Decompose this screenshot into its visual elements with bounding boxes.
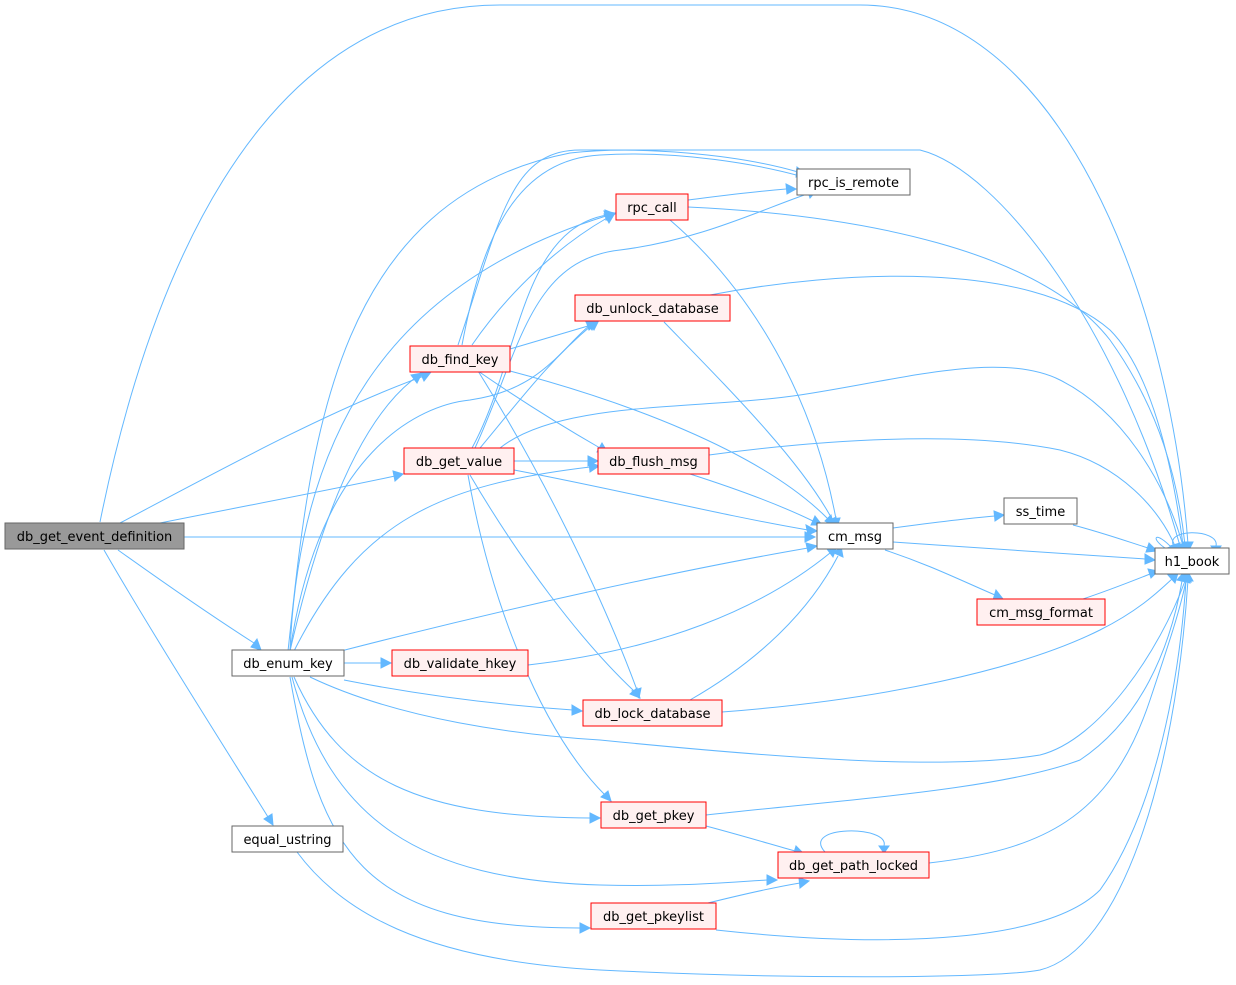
edge-ss_time-to-h1_book <box>1072 524 1159 553</box>
node-db-lock-database[interactable]: db_lock_database <box>582 699 723 727</box>
edge-db_get_value-to-db_get_pkey <box>467 474 612 802</box>
edge-db_enum_key-to-db_validate_hkey <box>344 657 393 669</box>
edge-cm_msg-to-cm_msg_format <box>884 549 1004 601</box>
node-ss-time[interactable]: ss_time <box>1003 497 1078 525</box>
node-label: cm_msg_format <box>989 606 1093 621</box>
edge-db_enum_key-to-db_lock_database <box>343 679 584 716</box>
node-label: equal_ustring <box>243 833 331 848</box>
edge-cm_msg_format-to-h1_book <box>1079 568 1160 601</box>
edge-db_get_value-to-db_lock_database <box>469 474 641 699</box>
edge-db_unlock_database-to-h1_book <box>709 275 1189 554</box>
edge-db_get_event_definition-to-equal_ustring <box>103 549 274 826</box>
edge-db_get_event_definition-to-cm_msg <box>184 531 817 543</box>
edge-db_enum_key-to-rpc_call <box>289 210 617 652</box>
edge-db_enum_key-to-db_find_key <box>289 372 423 652</box>
node-label: db_get_path_locked <box>789 859 918 874</box>
edge-db_flush_msg-to-cm_msg <box>689 473 824 526</box>
edge-db_validate_hkey-to-cm_msg <box>527 545 838 666</box>
edge-db_get_path_locked-to-h1_book <box>928 570 1192 864</box>
edge-db_lock_database-to-h1_book <box>721 572 1179 713</box>
node-label: db_lock_database <box>594 707 710 722</box>
node-label: db_unlock_database <box>586 302 719 317</box>
node-db-get-pkey[interactable]: db_get_pkey <box>600 801 707 829</box>
node-label: db_flush_msg <box>609 455 698 470</box>
node-equal-ustring[interactable]: equal_ustring <box>231 825 344 853</box>
call-graph-edges <box>99 4 1222 978</box>
edge-rpc_call-to-cm_msg <box>669 219 841 529</box>
node-db-find-key[interactable]: db_find_key <box>409 345 511 373</box>
edge-db_get_pkeylist-to-h1_book <box>715 570 1192 941</box>
edge-rpc_call-to-rpc_is_remote <box>687 183 798 201</box>
edge-db_lock_database-to-cm_msg <box>689 544 844 701</box>
node-cm-msg[interactable]: cm_msg <box>816 522 894 550</box>
node-db-unlock-database[interactable]: db_unlock_database <box>574 294 731 322</box>
edge-db_enum_key-to-rpc_is_remote <box>287 149 808 652</box>
node-db-get-event-definition[interactable]: db_get_event_definition <box>4 522 185 550</box>
edge-db_enum_key-to-db_get_pkey <box>293 676 602 824</box>
edge-db_enum_key-to-db_get_path_locked <box>291 676 779 886</box>
node-label: db_enum_key <box>243 657 333 672</box>
edge-db_find_key-to-db_unlock_database <box>509 320 599 350</box>
edge-db_get_pkey-to-h1_book <box>705 570 1188 816</box>
node-db-flush-msg[interactable]: db_flush_msg <box>597 447 710 475</box>
node-h1-book[interactable]: h1_book <box>1154 547 1230 575</box>
node-label: rpc_call <box>627 201 677 216</box>
edge-db_find_key-to-db_flush_msg <box>477 370 609 454</box>
node-rpc-is-remote[interactable]: rpc_is_remote <box>796 168 911 196</box>
node-label: ss_time <box>1016 505 1065 520</box>
node-db-get-path-locked[interactable]: db_get_path_locked <box>777 851 930 879</box>
node-db-validate-hkey[interactable]: db_validate_hkey <box>391 649 529 677</box>
node-rpc-call[interactable]: rpc_call <box>615 193 689 221</box>
edge-rpc_call-to-h1_book <box>687 206 1191 554</box>
edge-db_get_event_definition-to-db_enum_key <box>117 549 262 651</box>
edge-db_find_key-to-h1_book <box>457 149 1186 554</box>
edge-db_get_value-to-rpc_call <box>471 209 617 449</box>
edge-equal_ustring-to-h1_book <box>296 570 1194 978</box>
node-label: db_get_pkeylist <box>603 910 704 925</box>
node-label: rpc_is_remote <box>808 176 899 191</box>
node-label: db_find_key <box>422 353 499 368</box>
edge-cm_msg-to-h1_book <box>892 541 1157 565</box>
edge-db_get_value-to-db_flush_msg <box>514 455 600 467</box>
node-cm-msg-format[interactable]: cm_msg_format <box>976 598 1106 626</box>
edge-db_enum_key-to-cm_msg <box>340 542 819 652</box>
node-db-enum-key[interactable]: db_enum_key <box>231 649 345 677</box>
node-db-get-value[interactable]: db_get_value <box>403 447 515 475</box>
node-label: cm_msg <box>828 530 882 545</box>
edge-db_enum_key-to-db_get_pkeylist <box>289 676 592 934</box>
edge-db_get_event_definition-to-db_get_value <box>159 470 405 524</box>
edge-db_get_path_locked-self-loop <box>820 830 890 854</box>
node-label: db_get_pkey <box>613 809 695 824</box>
node-db-get-pkeylist[interactable]: db_get_pkeylist <box>590 902 717 930</box>
call-graph-nodes: db_get_event_definition db_enum_key equa… <box>4 168 1230 930</box>
node-label: db_validate_hkey <box>404 657 517 672</box>
edge-cm_msg-to-ss_time <box>892 510 1006 529</box>
node-label: db_get_event_definition <box>17 530 173 545</box>
edge-db_get_value-to-cm_msg <box>513 469 819 536</box>
node-label: h1_book <box>1165 555 1220 570</box>
node-label: db_get_value <box>416 455 502 470</box>
edge-db_get_pkeylist-to-db_get_path_locked <box>699 877 811 906</box>
